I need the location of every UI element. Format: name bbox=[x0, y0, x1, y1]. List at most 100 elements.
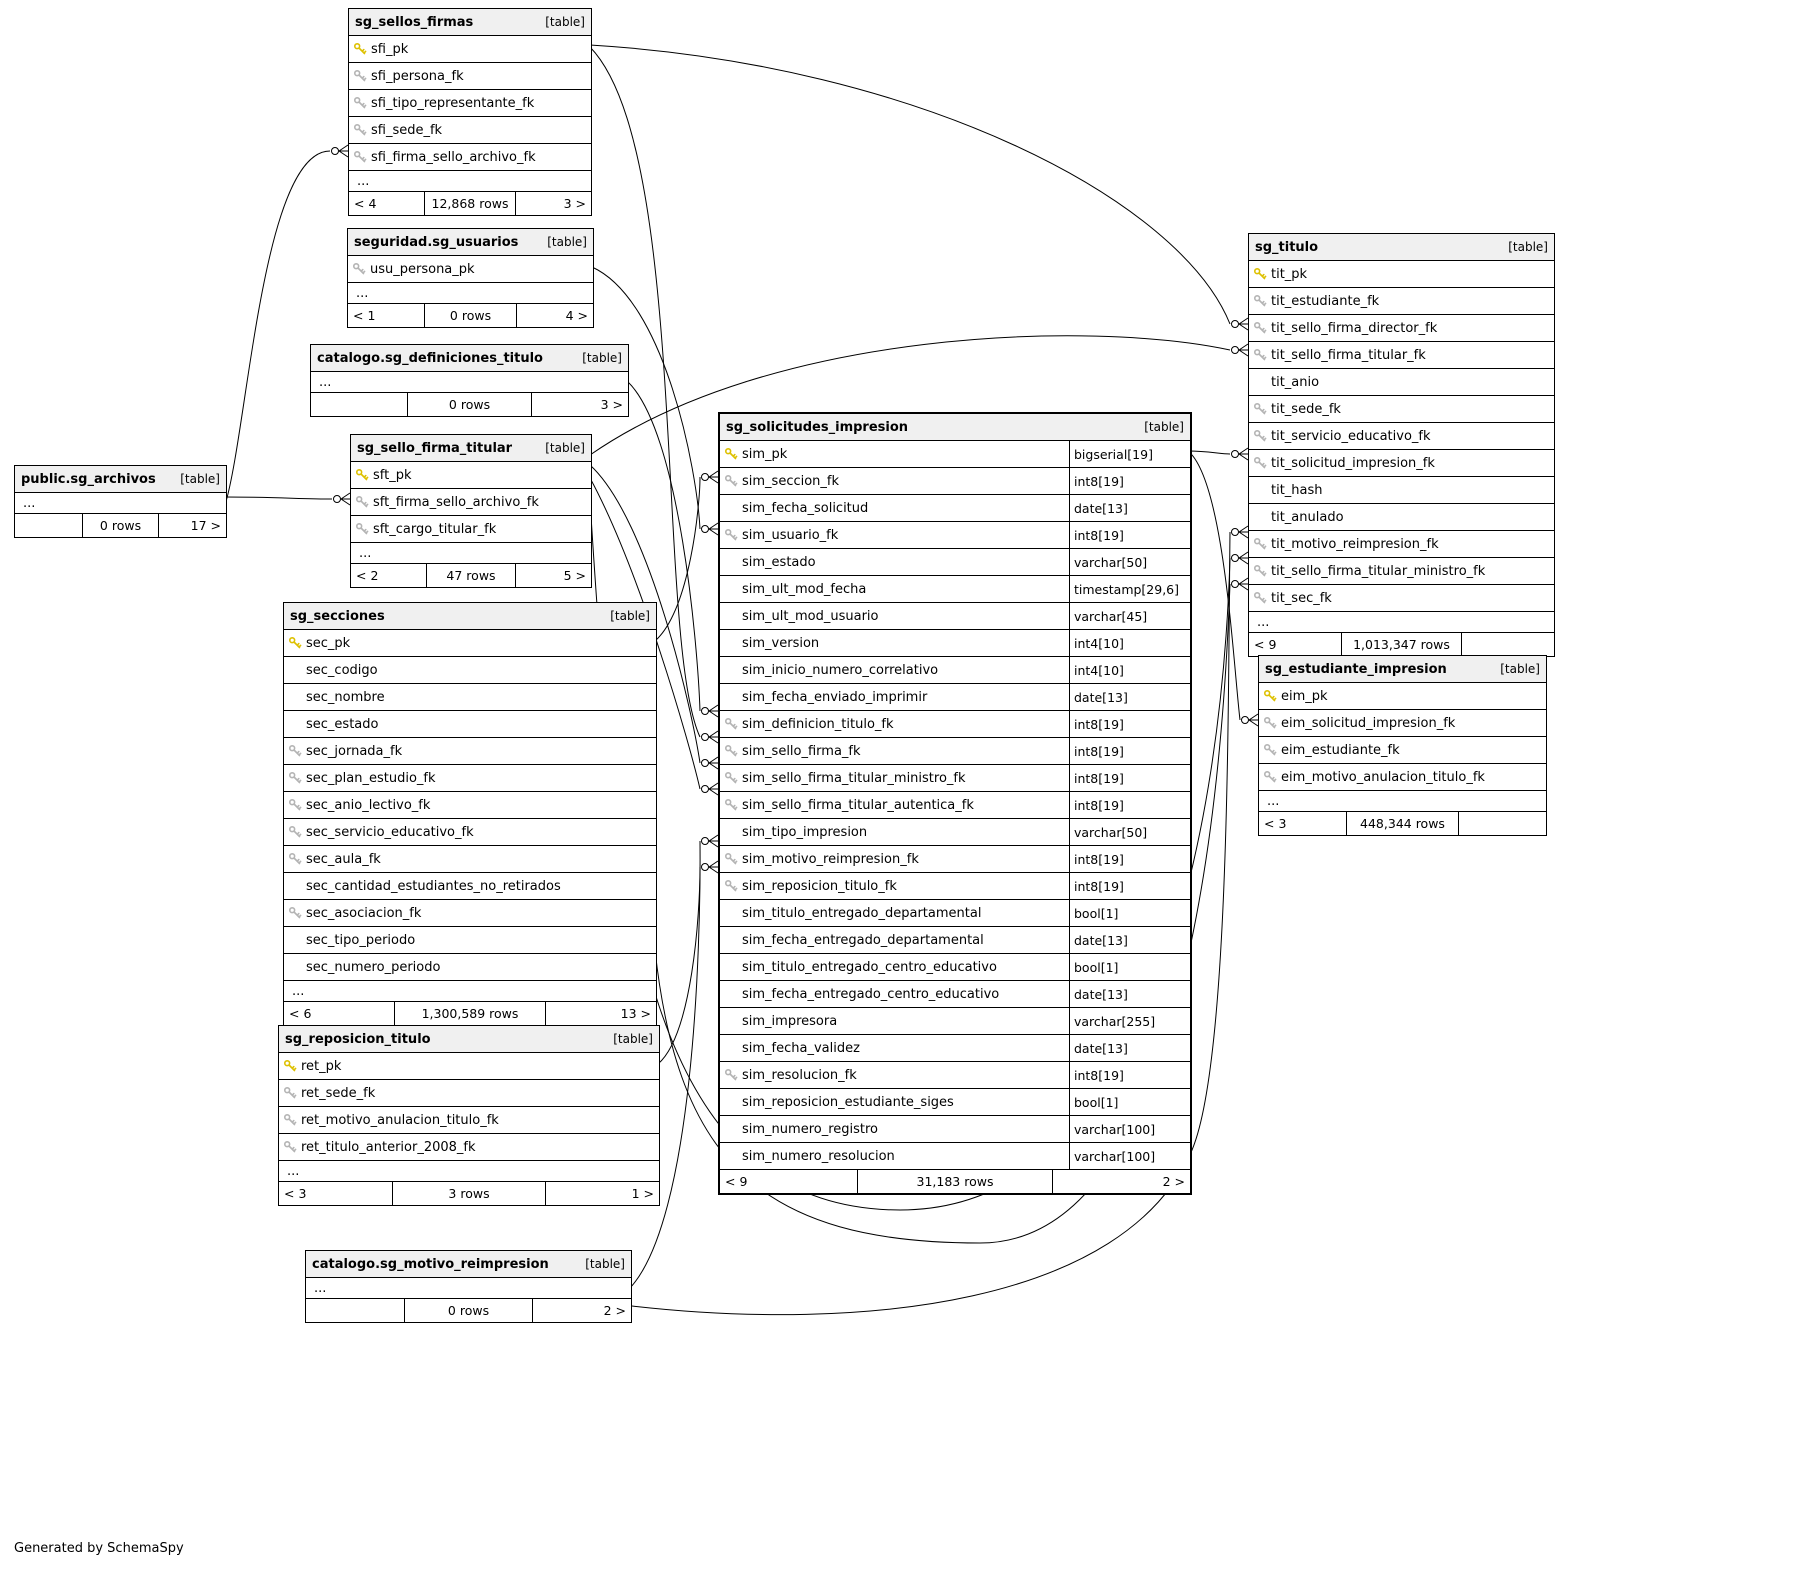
foreign-key-icon bbox=[720, 717, 742, 731]
table-title[interactable]: sg_estudiante_impresion bbox=[1265, 661, 1447, 677]
table-title[interactable]: seguridad.sg_usuarios bbox=[354, 234, 519, 250]
column-type: bigserial[19] bbox=[1069, 441, 1190, 467]
crows-foot-icon bbox=[708, 756, 719, 770]
column-row-usu_persona_pk: usu_persona_pk bbox=[348, 256, 593, 283]
foreign-key-icon bbox=[284, 771, 306, 785]
column-type: bool[1] bbox=[1069, 954, 1190, 980]
zero-or-one-circle bbox=[333, 495, 341, 503]
foreign-key-icon bbox=[349, 150, 371, 164]
table-title[interactable]: sg_solicitudes_impresion bbox=[726, 419, 909, 435]
column-type: date[13] bbox=[1069, 1035, 1190, 1061]
footer-row-count: 12,868 rows bbox=[425, 192, 516, 215]
foreign-key-icon bbox=[720, 744, 742, 758]
zero-or-one-circle bbox=[701, 473, 709, 481]
column-name: sim_fecha_entregado_centro_educativo bbox=[742, 986, 1000, 1002]
footer-row-count: 0 rows bbox=[408, 393, 533, 416]
foreign-key-icon bbox=[1249, 321, 1271, 335]
column-name: sim_fecha_solicitud bbox=[742, 500, 869, 516]
table-title[interactable]: sg_sello_firma_titular bbox=[357, 440, 513, 456]
column-name: sec_aula_fk bbox=[306, 851, 381, 867]
table-sg_sello_firma_titular[interactable]: sg_sello_firma_titular[table]sft_pk sft_f… bbox=[350, 434, 592, 588]
table-title[interactable]: catalogo.sg_motivo_reimpresion bbox=[312, 1256, 549, 1272]
relationship-curve bbox=[589, 44, 1231, 325]
column-type: bool[1] bbox=[1069, 1089, 1190, 1115]
relationship-definiciones-to-sim_definicion_titulo bbox=[626, 380, 719, 718]
foreign-key-icon bbox=[348, 262, 370, 276]
table-title[interactable]: public.sg_archivos bbox=[21, 471, 156, 487]
column-name: tit_anulado bbox=[1271, 509, 1344, 525]
table-catalogo_sg_motivo_reimpresion[interactable]: catalogo.sg_motivo_reimpresion[table]...… bbox=[305, 1250, 632, 1323]
zero-or-one-circle bbox=[1231, 450, 1239, 458]
column-name: sim_reposicion_titulo_fk bbox=[742, 878, 897, 894]
footer-related-right: 2 > bbox=[1162, 1174, 1185, 1189]
footer-related-right: 3 > bbox=[600, 397, 623, 412]
footer-related-right bbox=[1462, 633, 1554, 656]
column-name: eim_motivo_anulacion_titulo_fk bbox=[1281, 769, 1485, 785]
column-row-tit_solicitud_impresion_fk: tit_solicitud_impresion_fk bbox=[1249, 450, 1554, 477]
table-header: public.sg_archivos[table] bbox=[15, 466, 226, 493]
foreign-key-icon bbox=[1249, 348, 1271, 362]
relationship-sellos_firmas-to-sim_sello_firma bbox=[589, 46, 719, 744]
column-name: tit_sello_firma_titular_ministro_fk bbox=[1271, 563, 1486, 579]
column-type: int8[19] bbox=[1069, 522, 1190, 548]
column-row-sfi_firma_sello_archivo_fk: sfi_firma_sello_archivo_fk bbox=[349, 144, 591, 171]
foreign-key-icon bbox=[284, 798, 306, 812]
footer-related-right: 2 > bbox=[603, 1303, 626, 1318]
table-title[interactable]: sg_titulo bbox=[1255, 239, 1319, 255]
column-name: sft_firma_sello_archivo_fk bbox=[373, 494, 539, 510]
more-columns-ellipsis: ... bbox=[348, 283, 593, 304]
column-row-tit_anulado: tit_anulado bbox=[1249, 504, 1554, 531]
table-header: sg_solicitudes_impresion [table] bbox=[720, 414, 1190, 441]
zero-or-one-circle bbox=[701, 707, 709, 715]
column-name: sfi_sede_fk bbox=[371, 122, 443, 138]
column-row-tit_pk: tit_pk bbox=[1249, 261, 1554, 288]
column-name: sec_nombre bbox=[306, 689, 385, 705]
table-title[interactable]: sg_secciones bbox=[290, 608, 385, 624]
footer-related-left: < 6 bbox=[284, 1002, 396, 1025]
crows-foot-icon bbox=[1238, 343, 1249, 357]
more-columns-ellipsis: ... bbox=[15, 493, 226, 514]
zero-or-one-circle bbox=[701, 733, 709, 741]
column-row-sec_aula_fk: sec_aula_fk bbox=[284, 846, 656, 873]
table-seguridad_sg_usuarios[interactable]: seguridad.sg_usuarios[table]usu_persona_… bbox=[347, 228, 594, 328]
table-header: sg_sello_firma_titular[table] bbox=[351, 435, 591, 462]
column-row-sec_tipo_periodo: sec_tipo_periodo bbox=[284, 927, 656, 954]
column-name: sim_ult_mod_usuario bbox=[742, 608, 879, 624]
footer-related-right bbox=[1459, 812, 1546, 835]
more-columns-ellipsis: ... bbox=[1249, 612, 1554, 633]
column-row-sft_pk: sft_pk bbox=[351, 462, 591, 489]
column-row-ret_sede_fk: ret_sede_fk bbox=[279, 1080, 659, 1107]
footer-row-count: 1,013,347 rows bbox=[1342, 633, 1462, 656]
table-title[interactable]: sg_reposicion_titulo bbox=[285, 1031, 431, 1047]
column-row-sfi_pk: sfi_pk bbox=[349, 36, 591, 63]
table-catalogo_sg_definiciones_titulo[interactable]: catalogo.sg_definiciones_titulo[table]..… bbox=[310, 344, 629, 417]
crows-foot-icon bbox=[1238, 525, 1249, 539]
crows-foot-icon bbox=[708, 704, 719, 718]
table-type-badge: [table] bbox=[1144, 420, 1184, 434]
column-name: tit_sec_fk bbox=[1271, 590, 1332, 606]
primary-key-icon bbox=[284, 636, 306, 650]
table-type-badge: [table] bbox=[582, 351, 622, 365]
table-type-badge: [table] bbox=[1508, 240, 1548, 254]
table-sg_estudiante_impresion[interactable]: sg_estudiante_impresion[table] eim_pk eim_… bbox=[1258, 655, 1547, 836]
column-row-tit_sello_firma_titular_fk: tit_sello_firma_titular_fk bbox=[1249, 342, 1554, 369]
table-title[interactable]: catalogo.sg_definiciones_titulo bbox=[317, 350, 543, 366]
table-header: sg_estudiante_impresion[table] bbox=[1259, 656, 1546, 683]
column-name: sfi_persona_fk bbox=[371, 68, 464, 84]
table-title[interactable]: sg_sellos_firmas bbox=[355, 14, 474, 30]
column-row-sec_codigo: sec_codigo bbox=[284, 657, 656, 684]
column-name: eim_pk bbox=[1281, 688, 1328, 704]
relationship-usuarios-to-sim_usuario bbox=[591, 266, 719, 536]
